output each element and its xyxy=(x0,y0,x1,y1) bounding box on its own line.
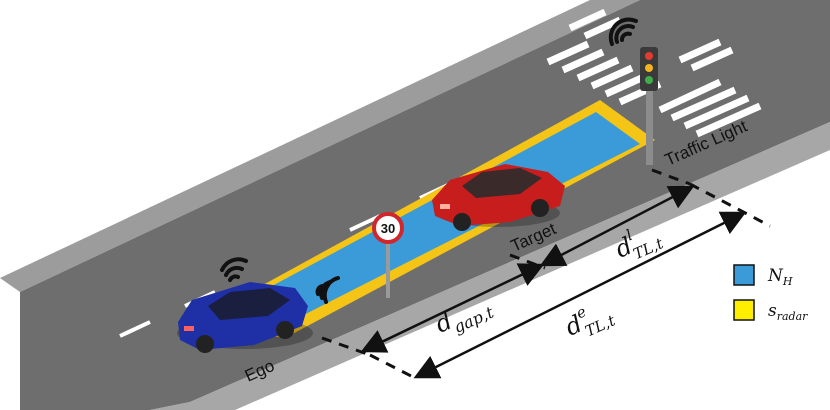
ego-wifi-icon-left xyxy=(220,257,248,282)
legend-label-radar: sradar xyxy=(768,301,808,323)
legend-swatch-horizon xyxy=(733,264,755,286)
legend-label-horizon: NH xyxy=(767,266,793,288)
legend-swatch-radar xyxy=(733,299,755,321)
ego-car xyxy=(177,282,313,353)
legend: NH sradar xyxy=(733,264,808,323)
speed-limit-value: 30 xyxy=(381,221,395,236)
target-to-light-distance-arrow xyxy=(539,185,695,267)
ego-wifi-icon-right xyxy=(315,276,340,304)
crosswalk xyxy=(546,8,762,138)
far-sidewalk xyxy=(0,0,640,292)
traffic-light xyxy=(640,47,658,165)
traffic-light-wifi-icon xyxy=(608,17,638,46)
